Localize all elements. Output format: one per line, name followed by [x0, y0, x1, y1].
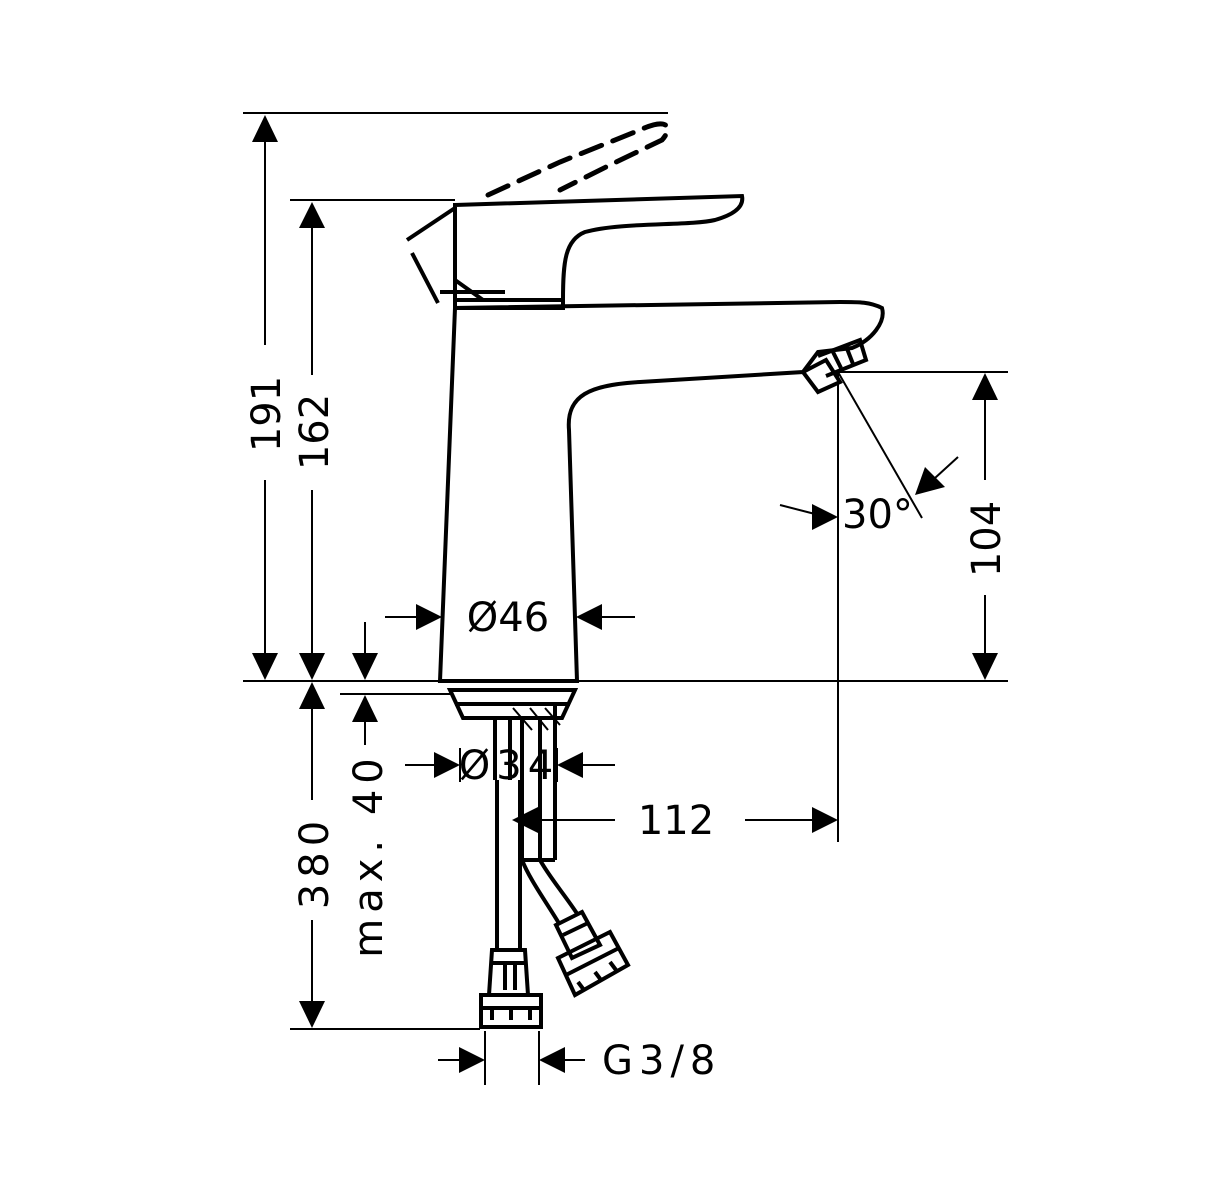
- arrowhead: [299, 682, 325, 709]
- arrowhead: [252, 115, 278, 142]
- arrowhead: [416, 604, 442, 630]
- dimension-191-label: 191: [244, 376, 290, 452]
- dimension-max-40: max. 40: [346, 622, 392, 958]
- hose-nut-angled: [555, 929, 631, 998]
- dimension-g38: G3/8: [438, 1038, 721, 1084]
- arrowhead: [539, 1047, 565, 1073]
- arrowhead: [299, 1001, 325, 1028]
- lever-open-position: [485, 121, 671, 198]
- hose-angled: [520, 859, 631, 998]
- body-outline: [437, 299, 885, 683]
- dimension-380: 380: [292, 682, 338, 1028]
- g38-label: G3/8: [602, 1038, 721, 1084]
- arrowhead: [972, 373, 998, 400]
- max-40-label: max. 40: [346, 752, 392, 957]
- hose-nut: [479, 993, 543, 1029]
- dimension-162: 162: [292, 202, 338, 680]
- lever-back-arm: [405, 206, 457, 242]
- dimension-112-label: 112: [638, 798, 714, 844]
- dimension-112: 112: [512, 798, 838, 844]
- dimension-104: 104: [964, 373, 1010, 680]
- arrowhead: [252, 653, 278, 680]
- arrowhead: [299, 202, 325, 228]
- aerator: [799, 337, 869, 395]
- lever-base: [453, 280, 565, 310]
- arrowhead: [972, 653, 998, 680]
- arrowhead: [812, 504, 838, 530]
- dimension-162-label: 162: [292, 394, 338, 470]
- dimension-d34: Ø34: [405, 743, 615, 789]
- faucet-body: [405, 121, 885, 683]
- mounting-nut: [446, 688, 579, 720]
- arrowhead: [352, 653, 378, 680]
- lever-back-edge: [410, 252, 440, 304]
- arrowhead: [512, 807, 538, 833]
- dimension-380-label: 380: [292, 815, 338, 909]
- arrowhead: [352, 695, 378, 722]
- arrowhead: [434, 752, 460, 778]
- arrowhead: [915, 467, 945, 495]
- arrowhead: [576, 604, 602, 630]
- dimension-30-degree: 30°: [779, 456, 959, 538]
- angle-label: 30°: [842, 492, 913, 538]
- hose-straight: [479, 780, 543, 1029]
- diameter-34-label: Ø34: [459, 743, 559, 789]
- arrowhead: [299, 653, 325, 680]
- dimension-191: 191: [244, 115, 290, 680]
- diameter-46-label: Ø46: [467, 595, 549, 641]
- lever-handle: [453, 193, 745, 302]
- spray-angle-line: [837, 371, 923, 519]
- arrowhead: [557, 752, 583, 778]
- dimension-d46: Ø46: [385, 595, 635, 641]
- dimension-104-label: 104: [964, 501, 1010, 577]
- arrowhead: [459, 1047, 485, 1073]
- arrowhead: [812, 807, 838, 833]
